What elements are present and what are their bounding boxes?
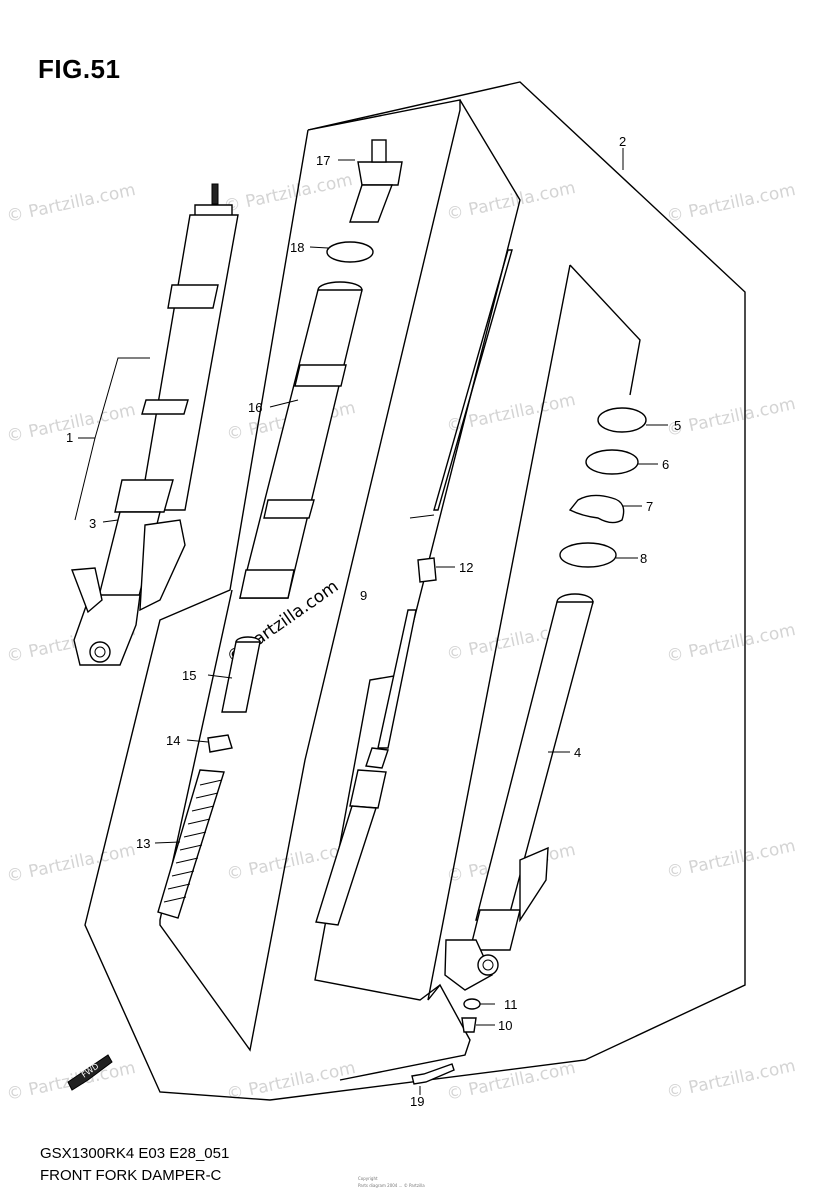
inner-frame-right: [569, 264, 641, 396]
callout-7: 7: [646, 499, 653, 514]
leader-lines: [74, 148, 668, 1095]
part-10-bolt: [461, 1017, 477, 1033]
copyright-line-1: Copyright: [358, 1176, 378, 1181]
part-18-o-ring: [326, 241, 374, 263]
callout-10: 10: [498, 1018, 512, 1033]
watermark: © Partzilla.com: [445, 1058, 577, 1105]
part-8-bushing: [559, 542, 617, 568]
callout-9: 9: [360, 588, 367, 603]
part-17-cap-bolt: [349, 139, 403, 223]
watermark: © Partzilla.com: [222, 170, 354, 217]
callout-18: 18: [290, 240, 304, 255]
callout-14: 14: [166, 733, 180, 748]
watermark: © Partzilla.com: [665, 180, 797, 227]
callout-8: 8: [640, 551, 647, 566]
watermark: © Partzilla.com: [5, 180, 137, 227]
part-14-spring-seat: [207, 734, 233, 753]
part-6-oil-seal: [585, 449, 639, 475]
part-11-gasket: [463, 998, 481, 1010]
damper-cartridge: [315, 609, 417, 926]
part-5-dust-seal: [597, 407, 647, 433]
callout-2: 2: [619, 134, 626, 149]
callout-16: 16: [248, 400, 262, 415]
part-19-bolt: [411, 1063, 455, 1085]
watermark: © Partzilla.com: [665, 836, 797, 883]
assembly-outline-outer: [84, 81, 746, 1101]
part-13-spring: [157, 769, 225, 919]
callout-4: 4: [574, 745, 581, 760]
callout-19: 19: [410, 1094, 424, 1109]
watermark: © Partzilla.com: [5, 840, 137, 887]
callout-5: 5: [674, 418, 681, 433]
part-15-spacer: [221, 636, 261, 713]
diagram-name: FRONT FORK DAMPER-C: [40, 1167, 222, 1184]
fork-assembly-left: [71, 183, 239, 666]
diagram-code: GSX1300RK4 E03 E28_051: [40, 1145, 230, 1162]
callout-17: 17: [316, 153, 330, 168]
part-4-inner-tube: [444, 593, 594, 991]
callout-labels: 1 2 3 4 5 6 7 8 9 10 11 12 13 14 15 16 1…: [66, 134, 681, 1109]
watermark: © Partzilla.com: [665, 394, 797, 441]
part-12-nut: [417, 557, 437, 583]
figure-title: FIG.51: [38, 54, 121, 84]
part-9-rod: [433, 249, 513, 511]
watermark: © Partzilla.com: [665, 1056, 797, 1103]
inner-frame-middle: [314, 99, 521, 1001]
part-7-stopper-ring: [568, 494, 625, 524]
callout-13: 13: [136, 836, 150, 851]
callout-12: 12: [459, 560, 473, 575]
inner-frame-right-lower: [339, 264, 571, 1081]
inner-frame-left: [159, 99, 461, 1052]
callout-15: 15: [182, 668, 196, 683]
callout-11: 11: [504, 997, 518, 1012]
part-16-outer-tube: [239, 281, 363, 599]
callout-6: 6: [662, 457, 669, 472]
callout-3: 3: [89, 516, 96, 531]
copyright-line-2: Parts diagram 2004 ... © Partzilla: [358, 1183, 425, 1188]
watermark: © Partzilla.com: [665, 620, 797, 667]
callout-1: 1: [66, 430, 73, 445]
